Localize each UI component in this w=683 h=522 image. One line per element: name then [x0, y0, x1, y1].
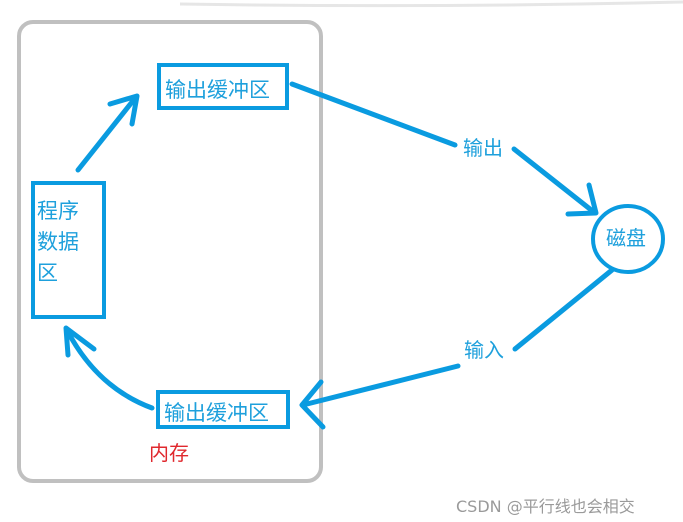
disk-label: 磁盘 [606, 226, 646, 250]
arrow-disk-to-input-buffer [299, 267, 615, 430]
top-shadow-line [179, 0, 683, 8]
csdn-watermark: CSDN @平行线也会相交 [456, 497, 635, 516]
input-edge-label: 输入 [464, 338, 504, 362]
output-buffer-box [157, 63, 289, 110]
memory-label: 内存 [149, 441, 189, 465]
arrow-data-to-output-buffer [75, 93, 140, 173]
input-buffer-label: 输出缓冲区 [164, 401, 269, 425]
program-data-line-3: 区 [37, 261, 58, 285]
arrow-input-buffer-to-data [63, 325, 155, 411]
output-buffer-label: 输出缓冲区 [165, 78, 270, 102]
program-data-line-2: 数据 [37, 230, 79, 254]
memory-region [17, 20, 323, 483]
arrow-output-to-disk [289, 81, 599, 217]
output-edge-label: 输出 [463, 136, 503, 160]
program-data-box [31, 181, 106, 319]
program-data-label: 程序 数据 区 [37, 196, 97, 289]
disk-node [591, 204, 665, 274]
program-data-line-1: 程序 [37, 199, 79, 223]
input-buffer-box [156, 390, 290, 429]
